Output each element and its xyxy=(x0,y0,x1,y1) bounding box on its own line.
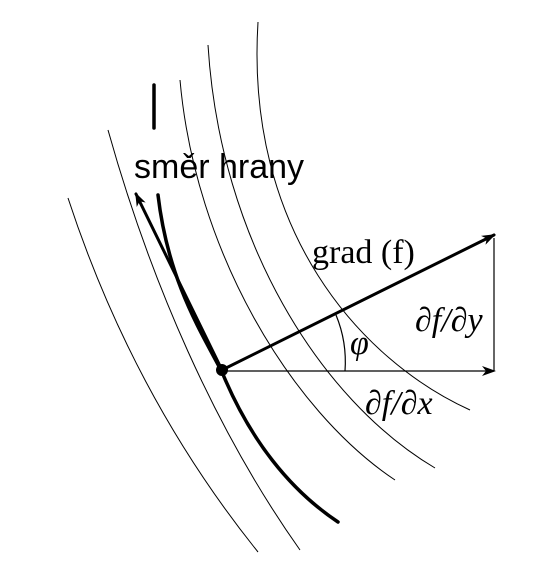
gradient-arrow xyxy=(220,233,496,372)
gradient-label: grad (f) xyxy=(312,234,415,271)
origin-point xyxy=(216,364,228,376)
angle-arc xyxy=(335,314,346,372)
partial-y-label: ∂f/∂y xyxy=(415,302,483,339)
angle-label: φ xyxy=(350,325,369,362)
contour-lines xyxy=(67,21,471,553)
contour-line-1 xyxy=(67,197,259,553)
contour-line-5 xyxy=(256,21,471,411)
partial-x-label: ∂f/∂x xyxy=(365,385,433,422)
edge-direction-arrow xyxy=(134,192,224,372)
edge-direction-label: směr hrany xyxy=(134,148,304,186)
contour-line-4 xyxy=(207,44,436,469)
contour-line-3 xyxy=(179,79,396,481)
contour-line-2 xyxy=(107,129,301,551)
